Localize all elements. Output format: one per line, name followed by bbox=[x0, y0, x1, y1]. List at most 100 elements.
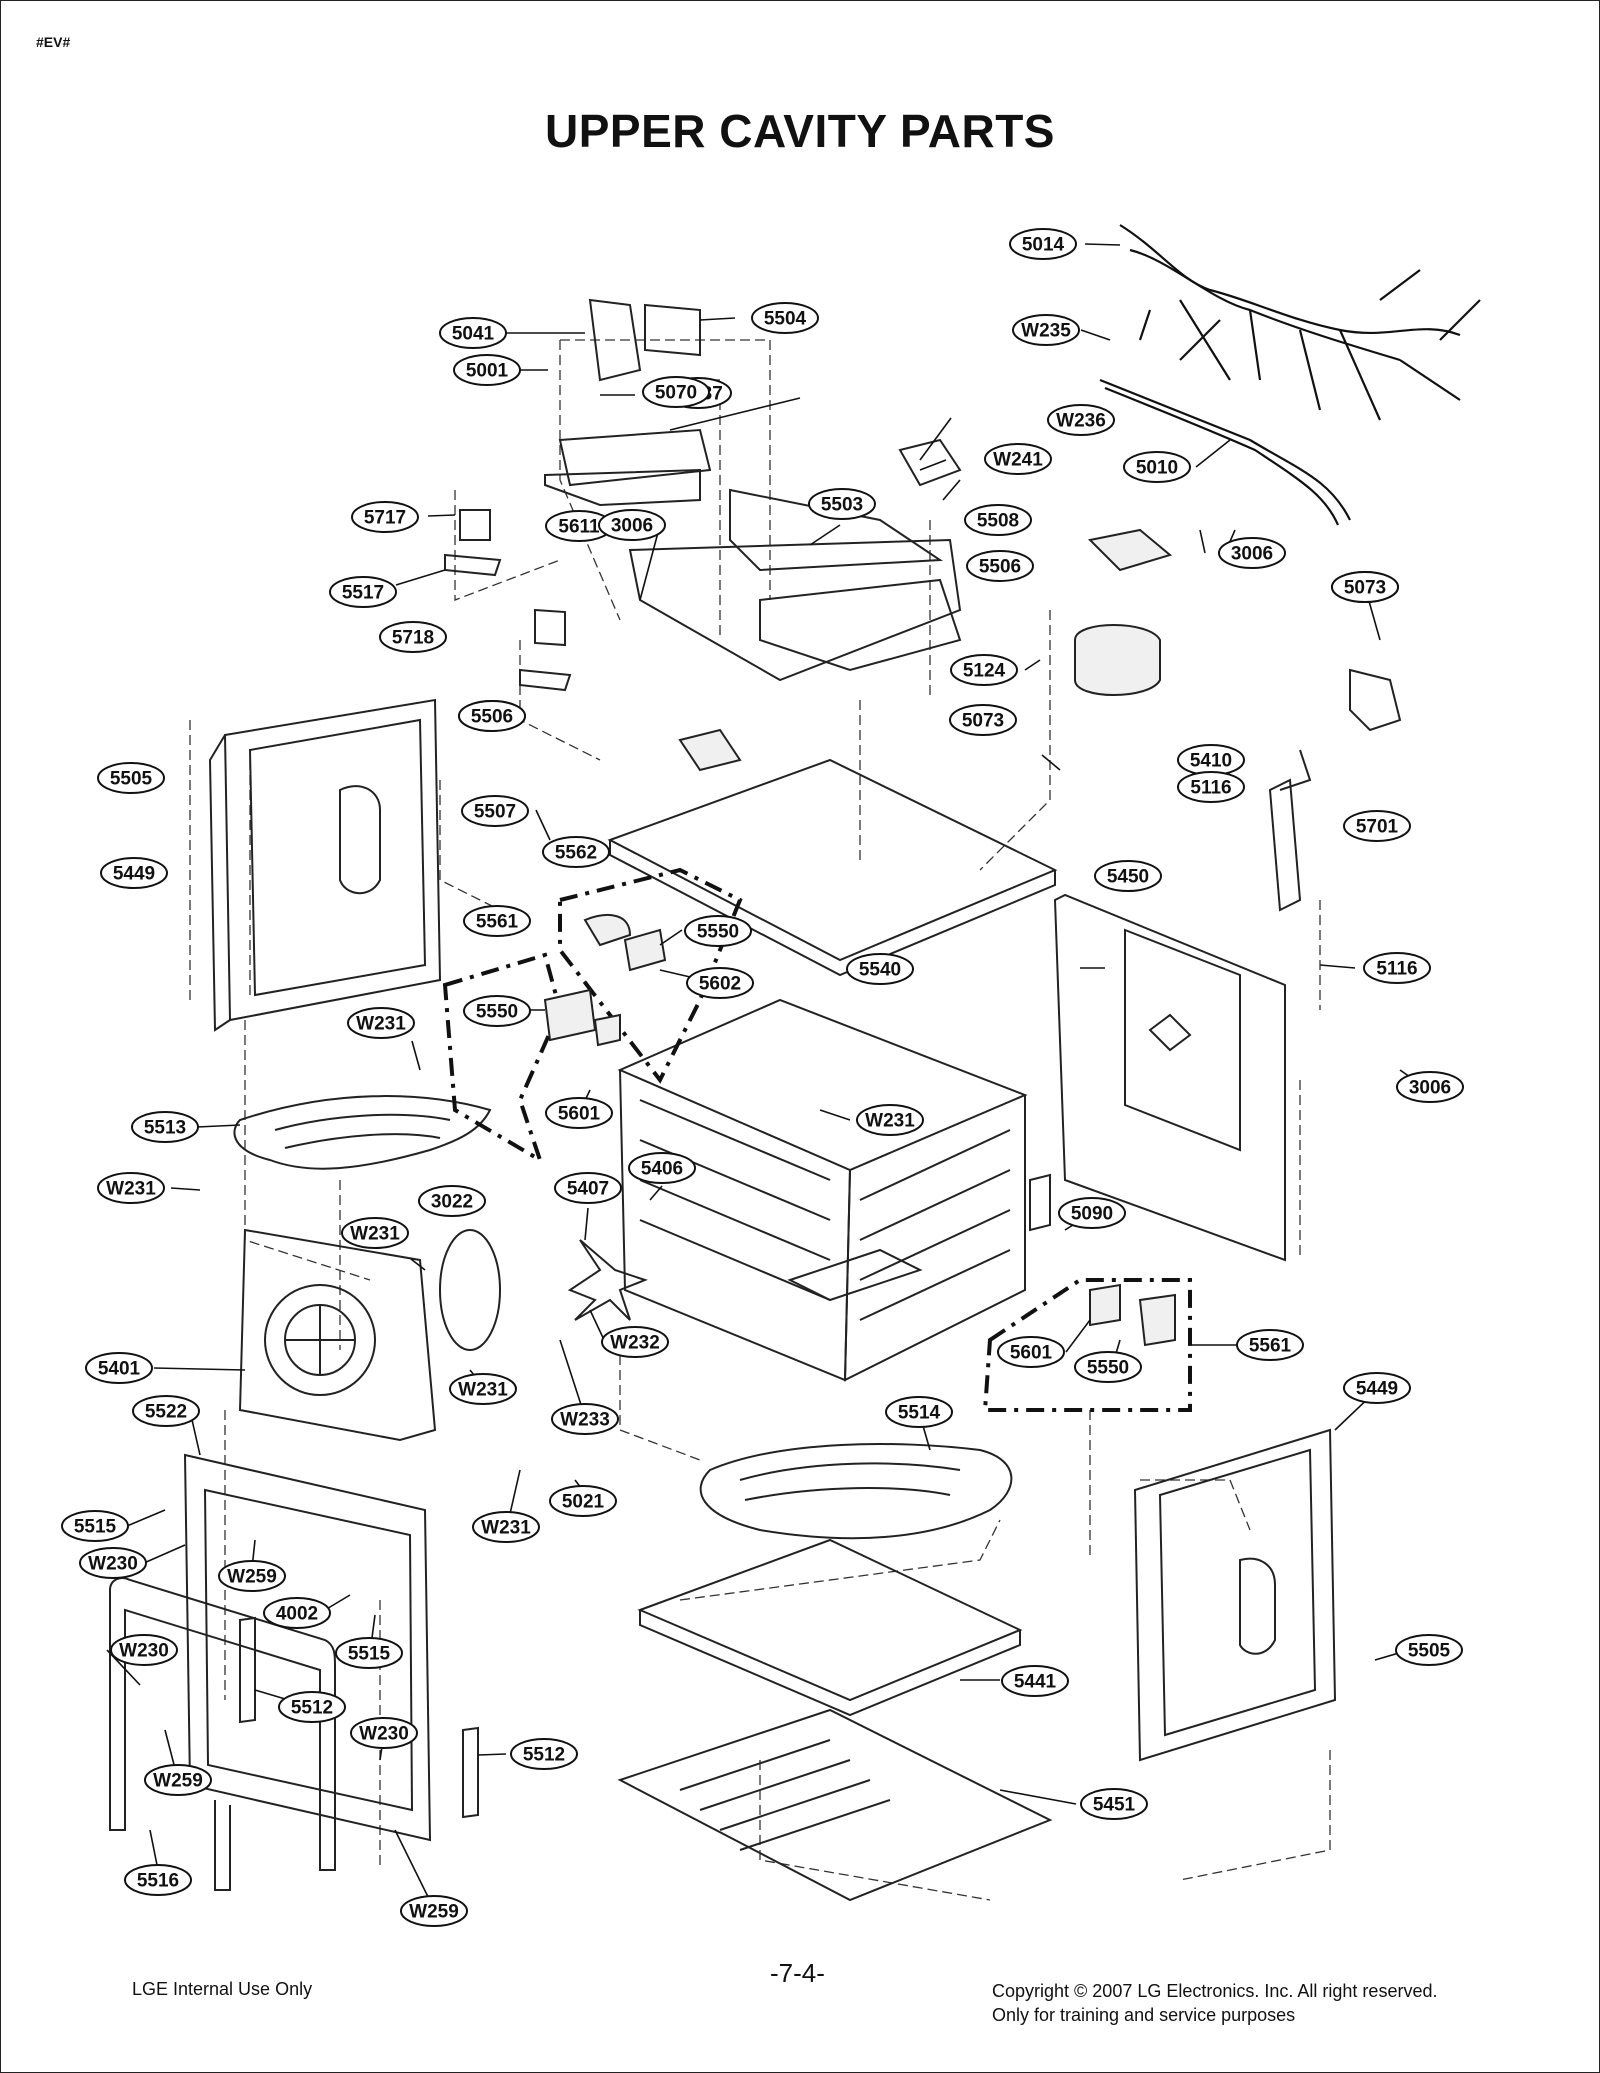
callout-oval bbox=[856, 1104, 924, 1136]
part-callout: 5441 bbox=[1001, 1665, 1069, 1697]
right-side-panel bbox=[1133, 1428, 1337, 1762]
callout-oval bbox=[1080, 1788, 1148, 1820]
part-callout: 5041 bbox=[439, 317, 507, 349]
callout-label: 4002 bbox=[276, 1604, 318, 1625]
callout-label: 5449 bbox=[113, 864, 155, 885]
bottom-tray bbox=[637, 1538, 1023, 1717]
callout-label: 5602 bbox=[699, 974, 741, 995]
callout-label: 5611 bbox=[558, 517, 600, 538]
callout-oval bbox=[341, 1217, 409, 1249]
callout-label: W233 bbox=[560, 1410, 610, 1431]
part-callout: 5601 bbox=[997, 1336, 1065, 1368]
part-callout: W232 bbox=[601, 1326, 669, 1358]
callout-oval bbox=[684, 915, 752, 947]
callout-label: W236 bbox=[1056, 411, 1106, 432]
callout-label: 5508 bbox=[977, 511, 1019, 532]
part-callout: 5602 bbox=[686, 967, 754, 999]
callout-oval bbox=[400, 1895, 468, 1927]
callout-oval bbox=[984, 443, 1052, 475]
callout-oval bbox=[461, 795, 529, 827]
callout-oval bbox=[329, 576, 397, 608]
callout-oval bbox=[97, 762, 165, 794]
part-callout: W231 bbox=[341, 1217, 409, 1249]
part-callout: W231 bbox=[856, 1104, 924, 1136]
callout-label: 5505 bbox=[1408, 1641, 1451, 1662]
callout-label: 5116 bbox=[1376, 959, 1417, 980]
callout-oval bbox=[642, 376, 710, 408]
callout-oval bbox=[542, 836, 610, 868]
callout-label: 5540 bbox=[859, 960, 901, 981]
callout-label: 5561 bbox=[1249, 1336, 1292, 1357]
callout-label: 5562 bbox=[555, 843, 597, 864]
callout-label: 5407 bbox=[567, 1179, 609, 1200]
left-side-panel bbox=[208, 698, 442, 1032]
part-callout: 5116 bbox=[1363, 952, 1431, 984]
callout-oval bbox=[351, 501, 419, 533]
callout-oval bbox=[61, 1510, 129, 1542]
part-callout: 5503 bbox=[808, 488, 876, 520]
callout-oval bbox=[458, 700, 526, 732]
callout-label: 5514 bbox=[898, 1403, 941, 1424]
convection-fan bbox=[439, 1229, 648, 1351]
callout-label: 5717 bbox=[364, 508, 406, 529]
callout-label: W241 bbox=[993, 450, 1043, 471]
part-callout: 5516 bbox=[124, 1864, 192, 1896]
callout-label: W231 bbox=[865, 1111, 915, 1132]
part-callout: 5090 bbox=[1058, 1197, 1126, 1229]
part-callouts: 5014W235504155045001W2375070W236W2415010… bbox=[61, 228, 1464, 1927]
callout-label: 3006 bbox=[611, 516, 653, 537]
floor-panel bbox=[617, 1708, 1053, 1902]
callout-oval bbox=[950, 654, 1018, 686]
callout-label: 5073 bbox=[962, 711, 1004, 732]
callout-oval bbox=[85, 1352, 153, 1384]
callout-label: 5503 bbox=[821, 495, 863, 516]
callout-label: 5410 bbox=[1190, 751, 1232, 772]
part-callout: 5562 bbox=[542, 836, 610, 868]
callout-oval bbox=[510, 1738, 578, 1770]
part-callout: 5073 bbox=[949, 704, 1017, 736]
callout-oval bbox=[1343, 810, 1411, 842]
part-callout: W231 bbox=[347, 1007, 415, 1039]
callout-label: 5505 bbox=[110, 769, 153, 790]
callout-label: 5010 bbox=[1136, 458, 1178, 479]
upper-bracket-parts bbox=[444, 298, 1402, 912]
callout-label: 5116 bbox=[1190, 778, 1231, 799]
callout-label: 5451 bbox=[1093, 1795, 1136, 1816]
callout-oval bbox=[1236, 1329, 1304, 1361]
callout-oval bbox=[885, 1396, 953, 1428]
part-callout: W233 bbox=[551, 1403, 619, 1435]
part-callout: 5070 bbox=[642, 376, 710, 408]
oven-cavity bbox=[617, 998, 1051, 1382]
callout-oval bbox=[1074, 1351, 1142, 1383]
callout-label: 5073 bbox=[1344, 578, 1386, 599]
callout-oval bbox=[997, 1336, 1065, 1368]
callout-label: 5506 bbox=[471, 707, 513, 728]
callout-label: W232 bbox=[610, 1333, 660, 1354]
callout-label: W231 bbox=[481, 1518, 531, 1539]
part-callout: 5505 bbox=[1395, 1634, 1463, 1666]
callout-oval bbox=[79, 1547, 147, 1579]
callout-oval bbox=[1218, 537, 1286, 569]
callout-label: 5406 bbox=[641, 1159, 683, 1180]
sensor-groups bbox=[442, 867, 1192, 1412]
callout-label: 5070 bbox=[655, 383, 697, 404]
part-callout: 5401 bbox=[85, 1352, 153, 1384]
part-callout: 5449 bbox=[1343, 1372, 1411, 1404]
callout-oval bbox=[1177, 771, 1245, 803]
callout-label: W230 bbox=[359, 1724, 409, 1745]
callout-oval bbox=[1012, 314, 1080, 346]
callout-oval bbox=[1123, 451, 1191, 483]
part-callout: 5522 bbox=[132, 1395, 200, 1427]
callout-label: 5504 bbox=[764, 309, 807, 330]
callout-oval bbox=[1395, 1634, 1463, 1666]
callout-oval bbox=[100, 857, 168, 889]
part-callout: 5451 bbox=[1080, 1788, 1148, 1820]
callout-oval bbox=[966, 550, 1034, 582]
callout-label: 5090 bbox=[1071, 1204, 1113, 1225]
callout-oval bbox=[1343, 1372, 1411, 1404]
callout-label: 5513 bbox=[144, 1118, 186, 1139]
callout-label: 5014 bbox=[1022, 235, 1065, 256]
callout-label: 5718 bbox=[392, 628, 434, 649]
part-callout: 5550 bbox=[463, 995, 531, 1027]
callout-oval bbox=[131, 1111, 199, 1143]
